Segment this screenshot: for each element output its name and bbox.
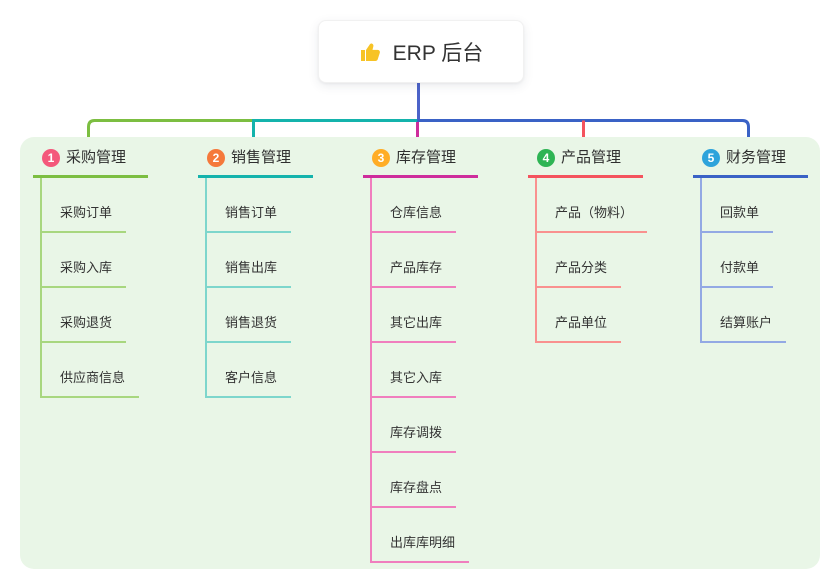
child-node: 付款单: [702, 233, 839, 288]
branch-number-badge: 5: [702, 148, 720, 167]
child-node-label[interactable]: 产品（物料）: [537, 205, 648, 233]
branch-title-label: 采购管理: [66, 149, 127, 166]
branch-title-1[interactable]: 1 采购管理: [33, 147, 149, 178]
child-node: 产品单位: [537, 288, 687, 343]
branch-title-label: 产品管理: [561, 149, 622, 166]
child-node-label[interactable]: 供应商信息: [42, 370, 140, 398]
branch-title-label: 库存管理: [396, 149, 457, 166]
child-node: 其它入库: [372, 343, 522, 398]
child-node: 销售退货: [207, 288, 357, 343]
child-node-label[interactable]: 其它出库: [372, 315, 457, 343]
child-node-label[interactable]: 产品分类: [537, 260, 622, 288]
child-node-label[interactable]: 客户信息: [207, 370, 292, 398]
branch-children: 采购订单采购入库采购退货供应商信息: [40, 178, 192, 398]
branch-title-label: 销售管理: [231, 149, 292, 166]
child-node-label[interactable]: 仓库信息: [372, 205, 457, 233]
child-node: 回款单: [702, 178, 839, 233]
branch-2: 2 销售管理销售订单销售出库销售退货客户信息: [198, 147, 360, 398]
child-node-label[interactable]: 结算账户: [702, 315, 787, 343]
child-node-label[interactable]: 产品单位: [537, 315, 622, 343]
child-node-label[interactable]: 采购入库: [42, 260, 127, 288]
root-node-erp[interactable]: ERP 后台: [318, 20, 524, 83]
branch-number-badge: 2: [207, 148, 225, 167]
child-node-label[interactable]: 库存盘点: [372, 480, 457, 508]
thumbs-up-icon: [360, 43, 380, 61]
branch-number-badge: 3: [372, 148, 390, 167]
branch-title-4[interactable]: 4 产品管理: [528, 147, 644, 178]
branch-children: 产品（物料） 产品分类产品单位: [535, 178, 687, 343]
child-node: 其它出库: [372, 288, 522, 343]
branch-title-5[interactable]: 5 财务管理: [693, 147, 809, 178]
branch-children: 仓库信息产品库存其它出库其它入库库存调拨库存盘点出库库明细: [370, 178, 522, 563]
child-node-label[interactable]: 采购退货: [42, 315, 127, 343]
child-node: 出库库明细: [372, 508, 522, 563]
child-node: 结算账户: [702, 288, 839, 343]
child-node-label[interactable]: 付款单: [702, 260, 774, 288]
child-node: 产品库存: [372, 233, 522, 288]
branch-children: 销售订单销售出库销售退货客户信息: [205, 178, 357, 398]
child-node: 供应商信息: [42, 343, 192, 398]
child-node: 销售出库: [207, 233, 357, 288]
child-node: 采购入库: [42, 233, 192, 288]
child-node: 库存盘点: [372, 453, 522, 508]
branch-title-2[interactable]: 2 销售管理: [198, 147, 314, 178]
branch-number-badge: 4: [537, 148, 555, 167]
child-node: 产品分类: [537, 233, 687, 288]
branch-4: 4 产品管理产品（物料） 产品分类产品单位: [528, 147, 690, 343]
branch-number-badge: 1: [42, 148, 60, 167]
child-node-label[interactable]: 出库库明细: [372, 535, 470, 563]
child-node: 客户信息: [207, 343, 357, 398]
child-node-label[interactable]: 库存调拨: [372, 425, 457, 453]
child-node-label[interactable]: 采购订单: [42, 205, 127, 233]
child-node-label[interactable]: 销售退货: [207, 315, 292, 343]
branch-children: 回款单付款单结算账户: [700, 178, 839, 343]
child-node-label[interactable]: 其它入库: [372, 370, 457, 398]
root-node-label: ERP 后台: [392, 41, 484, 65]
child-node: 销售订单: [207, 178, 357, 233]
branch-title-label: 财务管理: [726, 149, 787, 166]
child-node: 仓库信息: [372, 178, 522, 233]
child-node-label[interactable]: 销售订单: [207, 205, 292, 233]
child-node-label[interactable]: 回款单: [702, 205, 774, 233]
branch-1: 1 采购管理采购订单采购入库采购退货供应商信息: [33, 147, 195, 398]
child-node: 采购退货: [42, 288, 192, 343]
branch-3: 3 库存管理仓库信息产品库存其它出库其它入库库存调拨库存盘点出库库明细: [363, 147, 525, 563]
branches-panel: [20, 137, 820, 569]
child-node: 产品（物料）: [537, 178, 687, 233]
child-node-label[interactable]: 产品库存: [372, 260, 457, 288]
branch-5: 5 财务管理回款单付款单结算账户: [693, 147, 839, 343]
child-node-label[interactable]: 销售出库: [207, 260, 292, 288]
child-node: 库存调拨: [372, 398, 522, 453]
child-node: 采购订单: [42, 178, 192, 233]
branch-title-3[interactable]: 3 库存管理: [363, 147, 479, 178]
